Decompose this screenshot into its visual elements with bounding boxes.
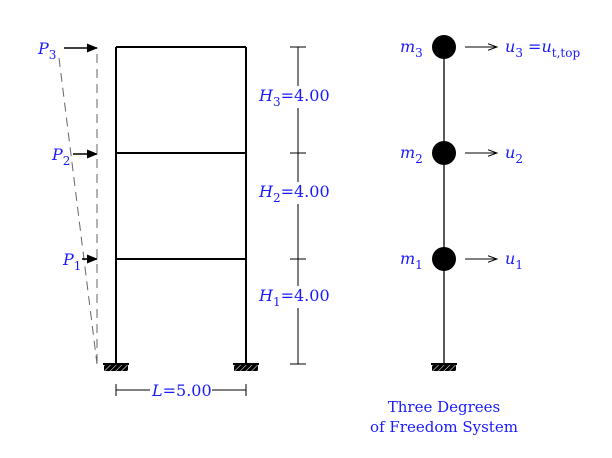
mass-labels: m3 m2 m1 — [400, 37, 423, 272]
left-support-hatch — [104, 364, 128, 371]
mass-label-m2: m2 — [400, 143, 423, 166]
mass-label-m3: m3 — [400, 37, 423, 60]
load-profile — [58, 54, 98, 365]
mass-m1-node — [432, 247, 456, 271]
mass-m3-node — [432, 35, 456, 59]
caption-line-1: Three Degrees — [388, 398, 501, 416]
disp-label-u2: u2 — [505, 143, 523, 166]
frame-structure — [103, 46, 259, 371]
caption-line-2: of Freedom System — [370, 418, 518, 436]
disp-label-u3: u3 =ut,top — [505, 37, 580, 60]
load-arrows — [64, 43, 99, 264]
load-label-p1: P1 — [62, 250, 81, 273]
load-profile-triangle — [58, 57, 98, 365]
span-dimension: L=5.00 — [115, 381, 247, 400]
mdof-caption: Three Degrees of Freedom System — [370, 398, 518, 436]
height-dimension — [258, 46, 342, 365]
load-label-p3: P3 — [37, 39, 56, 62]
height-label-h2: H2=4.00 — [258, 182, 330, 205]
load-label-p2: P2 — [51, 145, 70, 168]
mass-label-m1: m1 — [400, 249, 423, 272]
mdof-system — [431, 35, 497, 371]
height-labels: H3=4.00 H2=4.00 H1=4.00 — [258, 86, 330, 309]
height-label-h3: H3=4.00 — [258, 86, 330, 109]
right-support-hatch — [234, 364, 258, 371]
mass-m2-node — [432, 141, 456, 165]
span-label: L=5.00 — [151, 381, 212, 400]
displacement-labels: u3 =ut,top u2 u1 — [505, 37, 580, 272]
mdof-support-hatch — [432, 364, 456, 371]
load-labels: P3 P2 P1 — [37, 39, 81, 273]
disp-label-u1: u1 — [505, 249, 523, 272]
height-label-h1: H1=4.00 — [258, 286, 330, 309]
